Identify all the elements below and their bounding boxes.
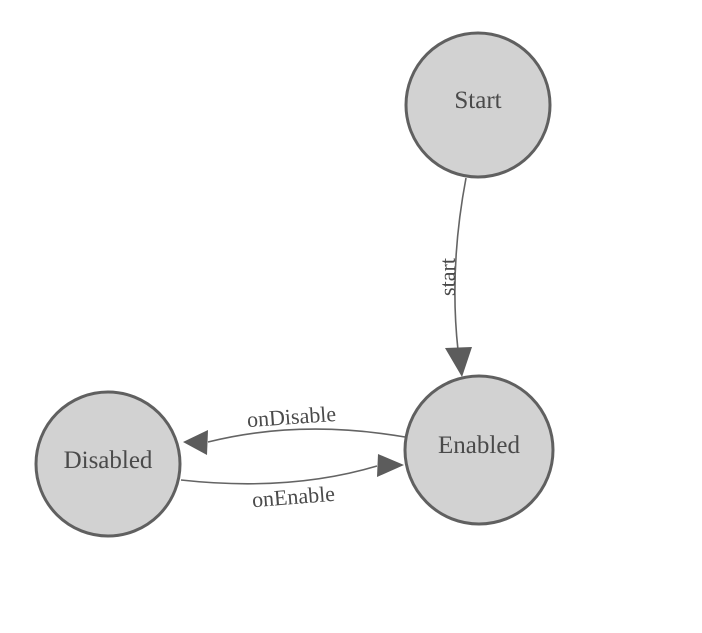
edge-on-disable-transition: onDisable: [183, 401, 406, 455]
arrowhead-right-icon: [377, 454, 404, 477]
state-label-disabled: Disabled: [64, 447, 153, 474]
state-circle-disabled[interactable]: [34, 390, 182, 538]
arrowhead-left-icon: [183, 430, 208, 455]
state-label-enabled: Enabled: [438, 432, 520, 459]
state-node-start[interactable]: Start: [404, 31, 552, 179]
edge-label-on-disable: onDisable: [246, 401, 337, 432]
edge-label-start: start: [435, 258, 460, 296]
edge-line-on-enable: [180, 465, 378, 485]
state-circle-enabled[interactable]: [403, 374, 555, 526]
arrowhead-down-icon: [445, 347, 472, 377]
state-node-disabled[interactable]: Disabled: [34, 390, 182, 538]
edge-on-enable-transition: onEnable: [180, 454, 404, 512]
edge-start-transition: start: [435, 177, 472, 377]
state-node-enabled[interactable]: Enabled: [403, 374, 555, 526]
edge-line-start: [454, 177, 467, 351]
state-circle-start[interactable]: [404, 31, 552, 179]
edge-label-on-enable: onEnable: [251, 481, 336, 512]
state-label-start: Start: [454, 87, 501, 114]
edge-line-on-disable: [207, 428, 406, 443]
